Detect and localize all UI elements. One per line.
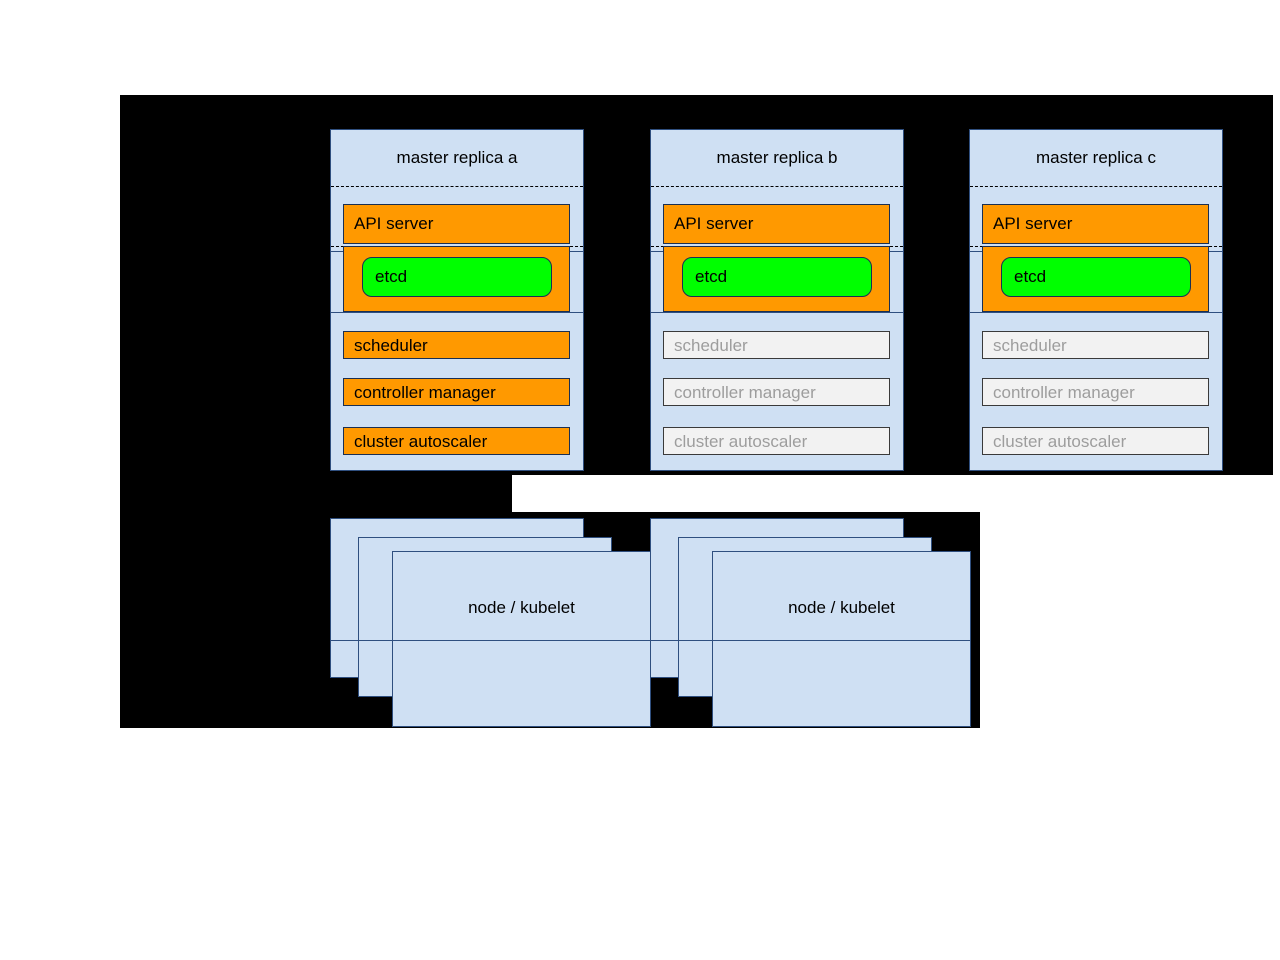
replica-a-cluster-autoscaler[interactable]: cluster autoscaler: [343, 427, 570, 455]
replica-b-scheduler[interactable]: scheduler: [663, 331, 890, 359]
replica-c-solid-sep-bottom: [970, 312, 1222, 313]
replica-c-etcd-label: etcd: [1014, 267, 1047, 286]
replica-c-cluster-autoscaler-label: cluster autoscaler: [993, 431, 1127, 451]
replica-a-title: master replica a: [396, 148, 518, 167]
replica-c-api-server[interactable]: API server: [982, 204, 1209, 244]
replica-b-etcd[interactable]: etcd: [682, 257, 872, 297]
node-group-right-label: node / kubelet: [788, 598, 895, 617]
replica-b-title: master replica b: [716, 148, 838, 167]
node-group-right-card-front[interactable]: node / kubelet: [712, 551, 971, 727]
replica-a-cluster-autoscaler-label: cluster autoscaler: [354, 431, 488, 451]
replica-b-solid-sep-bottom: [651, 312, 903, 313]
replica-a-controller-manager[interactable]: controller manager: [343, 378, 570, 406]
node-group-left-label: node / kubelet: [468, 598, 575, 617]
replica-b-cluster-autoscaler-label: cluster autoscaler: [674, 431, 808, 451]
replica-a-api-server-label: API server: [354, 214, 434, 233]
node-group-right-divider: [650, 640, 971, 641]
replica-c-scheduler[interactable]: scheduler: [982, 331, 1209, 359]
replica-c-controller-manager[interactable]: controller manager: [982, 378, 1209, 406]
replica-a-api-server[interactable]: API server: [343, 204, 570, 244]
replica-b-api-server-label: API server: [674, 214, 754, 233]
replica-c-controller-manager-label: controller manager: [993, 382, 1135, 402]
replica-c-title: master replica c: [1036, 148, 1156, 167]
replica-c-etcd[interactable]: etcd: [1001, 257, 1191, 297]
replica-a-solid-sep-bottom: [331, 312, 583, 313]
replica-c-scheduler-label: scheduler: [993, 335, 1067, 355]
replica-b-etcd-label: etcd: [695, 267, 728, 286]
replica-b-controller-manager[interactable]: controller manager: [663, 378, 890, 406]
replica-a-scheduler[interactable]: scheduler: [343, 331, 570, 359]
node-group-left-card-front[interactable]: node / kubelet: [392, 551, 651, 727]
replica-a-scheduler-label: scheduler: [354, 335, 428, 355]
replica-b-cluster-autoscaler[interactable]: cluster autoscaler: [663, 427, 890, 455]
replica-a-etcd[interactable]: etcd: [362, 257, 552, 297]
replica-b-api-server[interactable]: API server: [663, 204, 890, 244]
node-group-left-divider: [330, 640, 651, 641]
replica-a-etcd-label: etcd: [375, 267, 408, 286]
replica-c-dashed-sep-top: [970, 186, 1222, 187]
replica-c-api-server-label: API server: [993, 214, 1073, 233]
replica-b-scheduler-label: scheduler: [674, 335, 748, 355]
replica-c-cluster-autoscaler[interactable]: cluster autoscaler: [982, 427, 1209, 455]
replica-a-controller-manager-label: controller manager: [354, 382, 496, 402]
replica-b-dashed-sep-top: [651, 186, 903, 187]
replica-a-dashed-sep-top: [331, 186, 583, 187]
replica-b-controller-manager-label: controller manager: [674, 382, 816, 402]
